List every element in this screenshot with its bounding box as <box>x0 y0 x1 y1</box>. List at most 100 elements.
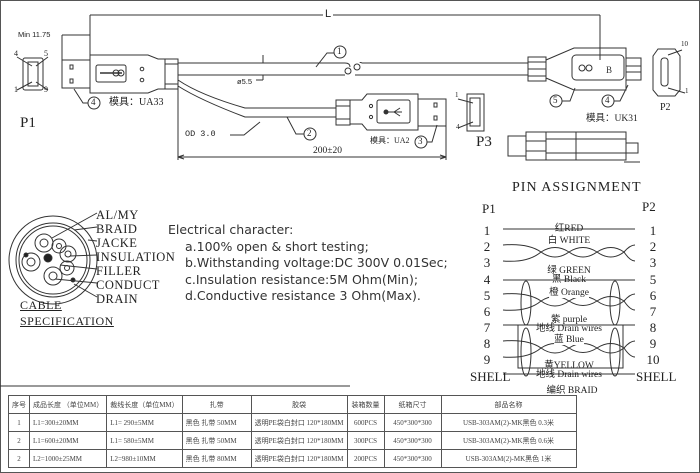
left-pin-2: 2 <box>483 239 491 254</box>
usb-a-plug-tip-branch <box>417 98 447 127</box>
strain-relief-left <box>164 58 179 90</box>
p2-pin-1: 1 <box>685 87 689 95</box>
cell-part-name: USB-303AM(2)-MK黑色 1米 <box>440 449 577 468</box>
right-pin-shell: SHELL <box>636 369 677 384</box>
header-cable-tie: 扎带 <box>181 395 252 414</box>
callout-2: 2 <box>307 128 312 138</box>
header-finished-length: 成品长度 （单位MM） <box>28 395 108 414</box>
wire-label-black: 黑 Black <box>551 275 587 285</box>
cell-finished-length: L2=1000±25MM <box>28 449 108 468</box>
wire-yellow <box>502 343 636 358</box>
electrical-item-a: a.100% open & short testing; <box>185 238 369 254</box>
layer-insulation: INSULATION <box>96 250 176 264</box>
cell-carton-size: 450*300*300 <box>383 413 442 432</box>
branch-cable-bottom <box>177 85 336 118</box>
header-part-name: 部品名称 <box>440 395 577 414</box>
cell-cable-tie: 黑色 扎带 80MM <box>181 449 252 468</box>
left-pin-3: 3 <box>483 255 491 270</box>
wire-label-braid: 编织 BRAID <box>546 386 598 396</box>
cell-bag: 透明PE袋白封口 120*180MM <box>250 449 348 468</box>
right-pin-7: 7 <box>649 304 657 319</box>
usb-a-plug-body-branch <box>349 93 419 131</box>
usb-a-plug-tip-left <box>61 59 91 89</box>
spec-table-header: 序号 成品长度 （单位MM） 裁线长度（单位MM） 扎带 胶袋 装箱数量 纸箱尺… <box>8 395 577 414</box>
electrical-item-b: b.Withstanding voltage:DC 300V 0.01Sec; <box>185 255 448 270</box>
left-pin-6: 6 <box>483 304 491 319</box>
header-bag: 胶袋 <box>250 395 348 414</box>
cell-bag: 透明PE袋白封口 120*180MM <box>250 431 348 450</box>
cell-carton-qty: 200PCS <box>346 449 385 468</box>
cell-carton-qty: 300PCS <box>346 431 385 450</box>
left-pin-4: 4 <box>483 272 491 287</box>
layer-drain: DRAIN <box>96 292 139 306</box>
p1-pin-5: 5 <box>44 49 48 58</box>
cell-carton-qty: 600PCS <box>346 413 385 432</box>
wire-label-drain-1: 地线 Drain wires <box>536 324 602 334</box>
p3-label: P3 <box>476 134 492 150</box>
wire-label-orange: 橙 Orange <box>549 284 589 298</box>
electrical-item-c: c.Insulation resistance:5M Ohm(Min); <box>185 271 419 287</box>
side-view-body <box>545 131 627 161</box>
cell-cut-length: L1= 580±5MM <box>106 431 183 450</box>
cable-layer-legend: AL/MY BRAID JACKE INSULATION FILLER COND… <box>96 208 175 306</box>
usb-a-plug-body-left <box>89 54 166 94</box>
p2-pin-10: 10 <box>681 40 688 48</box>
right-pin-6: 6 <box>649 288 657 303</box>
wire-label-yellow: 黄YELLOW <box>544 361 594 371</box>
callout-1: 1 <box>337 46 342 56</box>
right-pin-8: 8 <box>649 320 657 335</box>
callout-5: 5 <box>553 95 558 105</box>
cell-index: 2 <box>8 449 30 468</box>
cell-bag: 透明PE袋白封口 120*180MM <box>250 413 348 432</box>
shield-ellipse-2 <box>520 327 532 377</box>
p1-pin-9: 9 <box>44 85 48 94</box>
right-pin-3: 3 <box>649 255 657 270</box>
p1-pin-4: 4 <box>14 49 18 58</box>
p3-receptacle <box>466 93 485 132</box>
wire-white <box>502 244 636 258</box>
branch-cable-top <box>177 79 336 109</box>
header-carton-qty: 装箱数量 <box>346 395 385 414</box>
p1-label: P1 <box>20 115 36 131</box>
layer-jacket: JACKE <box>96 236 138 250</box>
pin-left-header: P1 <box>482 201 496 216</box>
callout-4-left: 4 <box>91 97 96 107</box>
callout-3: 3 <box>418 136 423 146</box>
cell-cut-length: L2=980±10MM <box>106 449 183 468</box>
strain-relief-branch <box>335 99 351 126</box>
cell-cable-tie: 黑色 扎带 50MM <box>181 431 252 450</box>
shield-ellipse-1 <box>520 280 532 326</box>
left-pin-7: 7 <box>483 320 491 335</box>
electrical-item-d: d.Conductive resistance 3 Ohm(Max). <box>185 288 421 303</box>
caption-line-2: SPECIFICATION <box>20 314 114 328</box>
left-pin-8: 8 <box>483 336 491 351</box>
right-pin-2: 2 <box>649 239 657 254</box>
pin-assignment-wiring <box>502 228 636 377</box>
layer-braid: BRAID <box>96 222 138 236</box>
p2-label: P2 <box>660 102 671 113</box>
left-pin-shell: SHELL <box>470 369 511 384</box>
left-pin-9: 9 <box>483 352 491 367</box>
p1-pin-1: 1 <box>14 85 18 94</box>
wire-label-blue: 蓝 Blue <box>554 331 584 345</box>
pin-assignment-title: PIN ASSIGNMENT <box>512 180 642 195</box>
od-label: OD 3.0 <box>185 129 216 139</box>
cell-carton-size: 450*300*300 <box>383 431 442 450</box>
diameter-label: ø5.5 <box>237 77 253 86</box>
cell-index: 1 <box>8 413 30 432</box>
mold-ua33-label: 模具：UA33 <box>109 97 164 108</box>
branch-length-label: 200±20 <box>313 146 342 156</box>
left-pin-1: 1 <box>483 223 491 238</box>
min-length-label: Min 11.75 <box>18 30 51 39</box>
callout-1-circle <box>333 45 347 59</box>
header-index: 序号 <box>8 395 30 414</box>
right-pin-5: 5 <box>649 272 657 287</box>
cell-finished-length: L1=300±20MM <box>28 413 108 432</box>
layer-conductor: CONDUCT <box>96 278 160 292</box>
caption-line-1: CABLE <box>20 298 62 312</box>
micro-b-plug-tip <box>625 57 642 81</box>
left-pin-5: 5 <box>483 288 491 303</box>
